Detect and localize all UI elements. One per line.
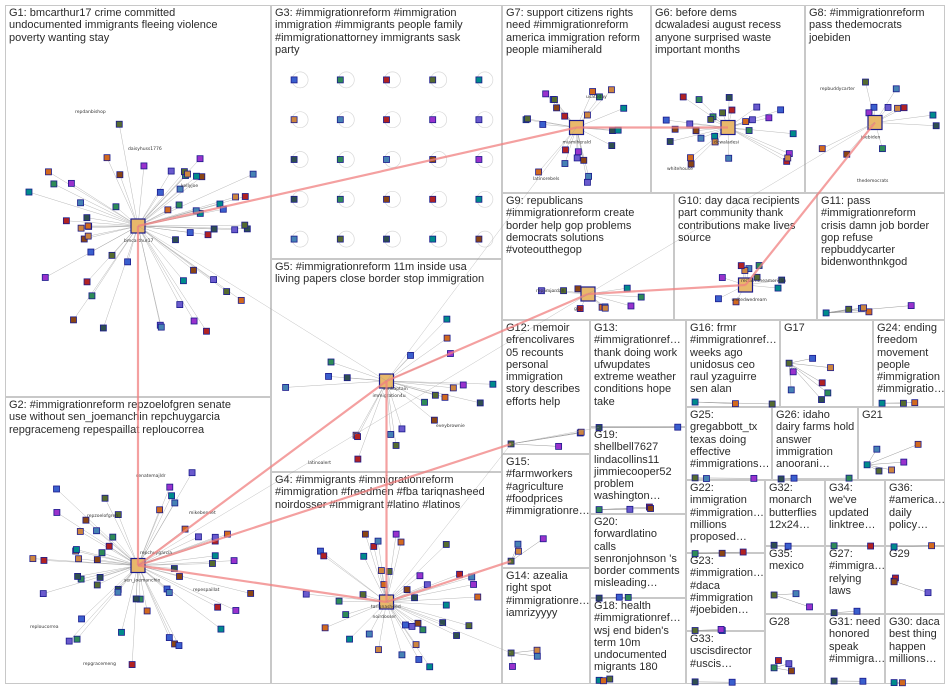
group-label: G33: uscisdirector #uscis… bbox=[690, 633, 752, 670]
group-panel-g26: G26: idaho dairy farms hold answer immig… bbox=[772, 407, 858, 480]
group-panel-g8: G8: #immigrationreform pass thedemocrats… bbox=[805, 5, 945, 193]
group-label: G2: #immigrationreform repzoelofgren sen… bbox=[9, 399, 231, 436]
group-label: G31: need honored speak #immigra… bbox=[829, 616, 885, 665]
group-label: G23: #immigration… #daca #immigration #j… bbox=[690, 555, 764, 617]
group-label: G19: shellbell7627 lindacollins11 jimmie… bbox=[594, 429, 672, 503]
group-label: G24: ending freedom movement people #imm… bbox=[877, 322, 945, 396]
group-label: G20: forwardlatino calls senronjohnson '… bbox=[594, 516, 680, 590]
group-panel-g18: G18: health #immigrationref… wsj end bid… bbox=[590, 598, 686, 684]
group-panel-g14: G14: azealia right spot #immigrationre… … bbox=[502, 568, 590, 684]
group-label: G13: #immigrationref… thank doing work u… bbox=[594, 322, 681, 408]
group-label: G28 bbox=[769, 616, 790, 628]
group-label: G32: monarch butterflies 12x24… bbox=[769, 482, 817, 531]
group-panel-g36: G36: #america… daily policy… bbox=[885, 480, 945, 546]
group-label: G34: we've updated linktree… bbox=[829, 482, 876, 531]
group-label: G11: pass #immigrationreform crisis damn… bbox=[821, 195, 930, 269]
group-panel-g24: G24: ending freedom movement people #imm… bbox=[873, 320, 945, 407]
group-label: G14: azealia right spot #immigrationre… … bbox=[506, 570, 590, 619]
group-label: G22: immigration #immigration… millions … bbox=[690, 482, 764, 544]
group-label: G12: memoir efrencolivares 05 recounts p… bbox=[506, 322, 580, 408]
group-label: G5: #immigrationreform 11m inside usa li… bbox=[275, 261, 485, 286]
group-label: G26: idaho dairy farms hold answer immig… bbox=[776, 409, 855, 471]
group-panel-g32: G32: monarch butterflies 12x24… bbox=[765, 480, 825, 546]
group-panel-g6: G6: before dems dcwaladesi august recess… bbox=[651, 5, 805, 193]
group-panel-g34: G34: we've updated linktree… bbox=[825, 480, 885, 546]
group-panel-g9: G9: republicans #immigrationreform creat… bbox=[502, 193, 674, 320]
group-panel-g13: G13: #immigrationref… thank doing work u… bbox=[590, 320, 686, 427]
group-panel-g30: G30: daca best thing happen millions… bbox=[885, 614, 945, 684]
group-panel-g1: G1: bmcarthur17 crime committed undocume… bbox=[5, 5, 271, 397]
group-panel-g15: G15: #farmworkers #agriculture #foodpric… bbox=[502, 454, 590, 568]
group-label: G7: support citizens rights need #immigr… bbox=[506, 7, 640, 56]
group-panel-g11: G11: pass #immigrationreform crisis damn… bbox=[817, 193, 945, 320]
group-panel-g22: G22: immigration #immigration… millions … bbox=[686, 480, 765, 553]
group-panel-g35: G35: mexico bbox=[765, 546, 825, 614]
group-panel-g29: G29 bbox=[885, 546, 945, 614]
group-label: G27: #immigra… relying laws bbox=[829, 548, 885, 597]
group-label: G8: #immigrationreform pass thedemocrats… bbox=[809, 7, 925, 44]
group-panel-g19: G19: shellbell7627 lindacollins11 jimmie… bbox=[590, 427, 686, 514]
group-panel-g21: G21 bbox=[858, 407, 945, 480]
group-panel-g28: G28 bbox=[765, 614, 825, 684]
group-label: G17 bbox=[784, 322, 805, 334]
group-panel-g12: G12: memoir efrencolivares 05 recounts p… bbox=[502, 320, 590, 454]
group-panel-g3: G3: #immigrationreform #immigration immi… bbox=[271, 5, 502, 259]
group-panel-g7: G7: support citizens rights need #immigr… bbox=[502, 5, 651, 193]
group-label: G15: #farmworkers #agriculture #foodpric… bbox=[506, 456, 590, 518]
group-label: G3: #immigrationreform #immigration immi… bbox=[275, 7, 463, 56]
group-panel-g31: G31: need honored speak #immigra… bbox=[825, 614, 885, 684]
group-label: G35: mexico bbox=[769, 548, 804, 573]
group-label: G36: #america… daily policy… bbox=[889, 482, 945, 531]
group-panel-g20: G20: forwardlatino calls senronjohnson '… bbox=[590, 514, 686, 598]
group-label: G30: daca best thing happen millions… bbox=[889, 616, 940, 665]
group-label: G16: frmr #immigrationref… weeks ago uni… bbox=[690, 322, 777, 396]
group-label: G25: gregabbott_tx texas doing effective… bbox=[690, 409, 770, 471]
group-label: G4: #immigrants #immigrationreform #immi… bbox=[275, 474, 485, 511]
group-label: G18: health #immigrationref… wsj end bid… bbox=[594, 600, 681, 674]
group-panel-g16: G16: frmr #immigrationref… weeks ago uni… bbox=[686, 320, 780, 407]
group-panel-g17: G17 bbox=[780, 320, 873, 407]
group-panel-g10: G10: day daca recipients part community … bbox=[674, 193, 817, 320]
group-panel-g27: G27: #immigra… relying laws bbox=[825, 546, 885, 614]
group-label: G10: day daca recipients part community … bbox=[678, 195, 800, 244]
group-label: G9: republicans #immigrationreform creat… bbox=[506, 195, 635, 257]
group-panel-g25: G25: gregabbott_tx texas doing effective… bbox=[686, 407, 772, 480]
group-panel-g23: G23: #immigration… #daca #immigration #j… bbox=[686, 553, 765, 631]
group-panel-g2: G2: #immigrationreform repzoelofgren sen… bbox=[5, 397, 271, 684]
group-label: G21 bbox=[862, 409, 883, 421]
group-panel-g4: G4: #immigrants #immigrationreform #immi… bbox=[271, 472, 502, 684]
group-panel-g33: G33: uscisdirector #uscis… bbox=[686, 631, 765, 684]
group-label: G1: bmcarthur17 crime committed undocume… bbox=[9, 7, 218, 44]
group-label: G29 bbox=[889, 548, 910, 560]
group-label: G6: before dems dcwaladesi august recess… bbox=[655, 7, 781, 56]
group-panel-g5: G5: #immigrationreform 11m inside usa li… bbox=[271, 259, 502, 472]
